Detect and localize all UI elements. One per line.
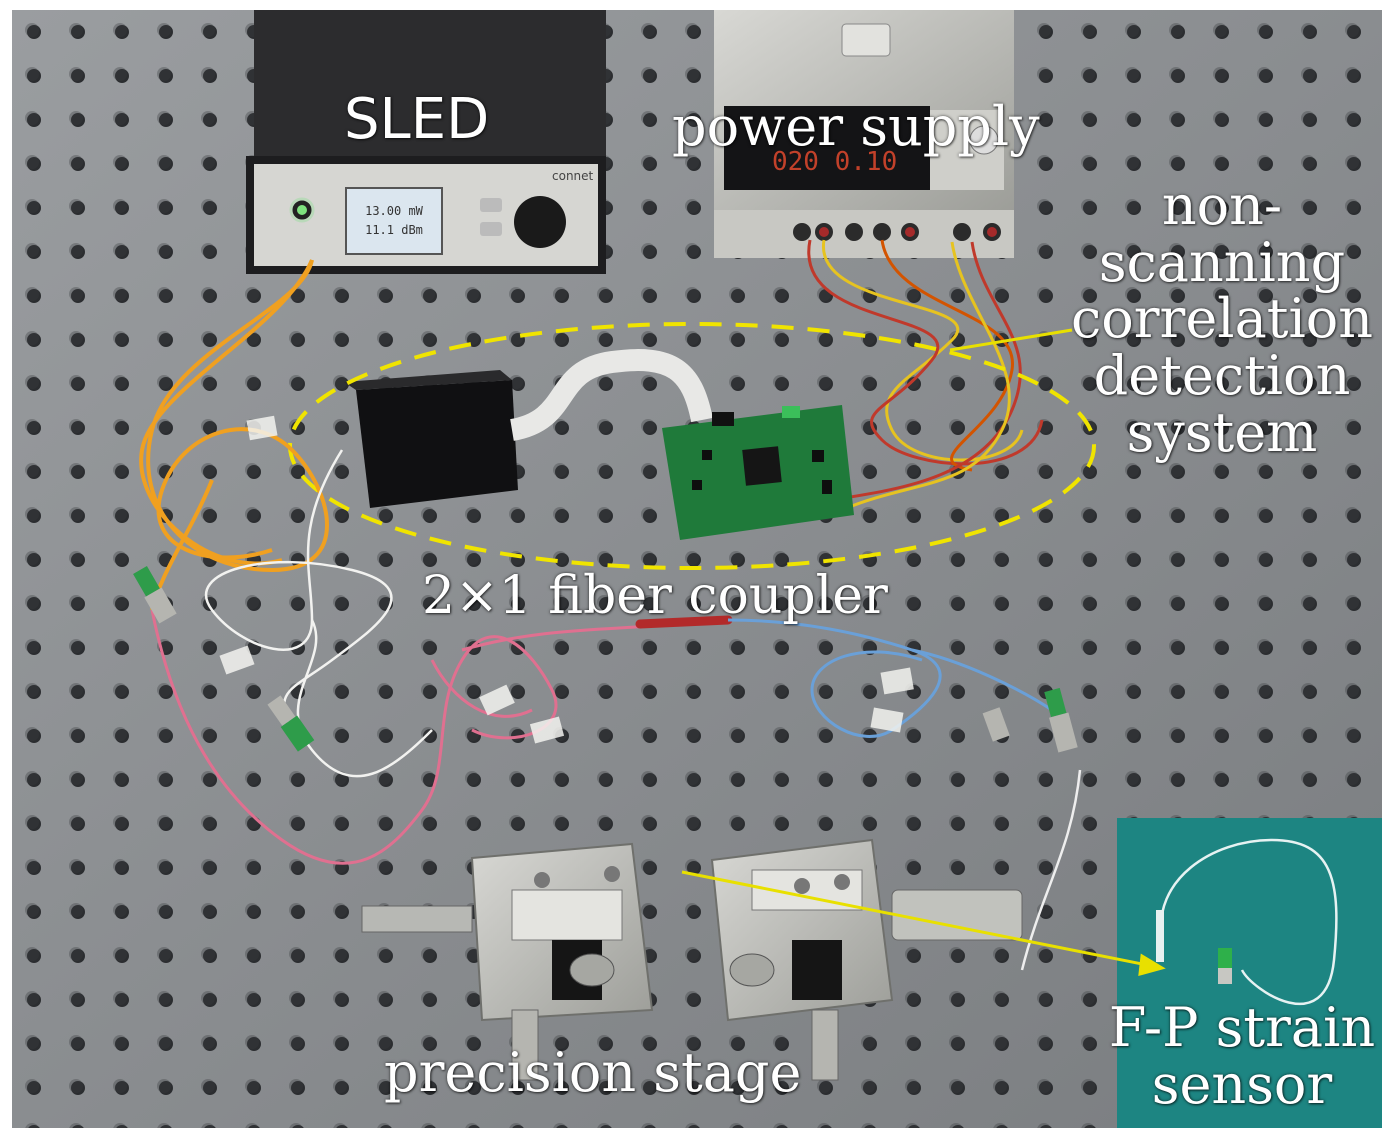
sled-unit: 13.00 mW 11.1 dBm connet <box>246 10 606 274</box>
white-fiber <box>204 449 433 778</box>
arrows <box>681 328 1166 977</box>
sled-readout-2: 11.1 dBm <box>365 223 423 237</box>
detector-box <box>344 370 518 508</box>
fc-connectors <box>133 566 1078 753</box>
ribbon-cable <box>509 349 713 441</box>
sled-readout-1: 13.00 mW <box>365 204 424 218</box>
coupler-body <box>635 615 733 629</box>
precision-stage-label: precision stage <box>384 1041 802 1104</box>
power-supply-label: power supply <box>672 95 1040 158</box>
lab-setup-photo: 13.00 mW 11.1 dBm connet 020 0.10 <box>12 10 1382 1128</box>
correlation-system-label: non- scanning correlation detection syst… <box>1052 174 1382 464</box>
correlation-system-label-line: scanning <box>1098 230 1346 294</box>
correlation-system-label-line: correlation <box>1070 287 1374 351</box>
sled-brand: connet <box>552 169 594 183</box>
pink-fiber <box>150 609 653 865</box>
fiber-coupler-label: 2×1 fiber coupler <box>422 566 888 626</box>
correlation-system-label-line: detection <box>1093 344 1351 408</box>
tape <box>219 415 914 744</box>
circuit-board <box>662 405 854 540</box>
power-supply-unit: 020 0.10 <box>714 10 1014 258</box>
photo-frame: 13.00 mW 11.1 dBm connet 020 0.10 <box>12 10 1382 1128</box>
power-display: 020 0.10 <box>772 147 897 177</box>
power-wires <box>807 239 1044 512</box>
correlation-system-label-line: non- <box>1161 174 1283 237</box>
correlation-system-label-line: system <box>1126 400 1318 464</box>
fp-sensor-label-line: F-P strain <box>1108 996 1376 1059</box>
fp-sensor-label-line: sensor <box>1151 1052 1333 1116</box>
sensor-inset <box>1117 818 1382 1128</box>
sled-label: SLED <box>344 87 490 152</box>
precision-stage-left <box>361 842 654 1081</box>
fp-sensor-label: F-P strain sensor <box>1087 996 1382 1116</box>
precision-stage-right <box>710 838 1023 1081</box>
